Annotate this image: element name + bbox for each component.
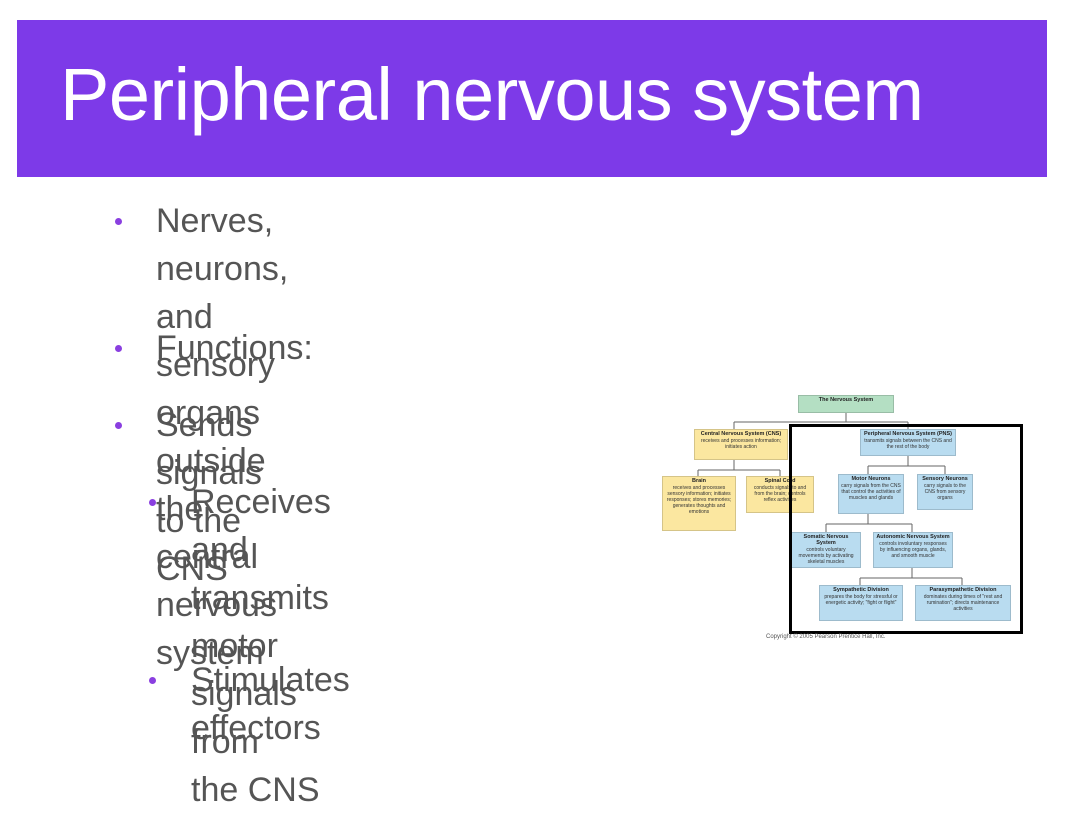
node-desc: controls voluntary movements by activati… [798,547,854,565]
bullet-text: motor signals from [191,627,297,761]
diagram-node-root: The Nervous System [798,395,894,413]
bullet-item: Sends signals to the CNS [156,401,262,593]
node-title: Sensory Neurons [922,476,968,482]
nervous-system-diagram: The Nervous System Central Nervous Syste… [660,392,1030,647]
node-desc: prepares the body for stressful or energ… [824,594,898,606]
title-bar: Peripheral nervous system [17,20,1047,177]
node-desc: dominates during times of "rest and rumi… [923,594,1003,612]
node-desc: conducts signals to and from the brain; … [753,485,807,503]
bullet-item: Nerves, neurons, and sensory organs outs… [156,197,288,677]
node-title: Spinal Cord [764,478,796,484]
node-title: The Nervous System [818,397,874,403]
bullet-item: Functions: [156,324,313,372]
node-desc: receives and processes sensory informati… [666,485,732,515]
node-title: Somatic Nervous System [803,534,849,546]
diagram-node-cns: Central Nervous System (CNS) receives an… [694,429,788,460]
copyright-text: Copyright © 2005 Pearson Prentice Hall, … [766,634,886,640]
node-title: Sympathetic Division [833,587,889,593]
bullet-text: Stimulates effectors [191,661,350,747]
diagram-node-parasympathetic: Parasympathetic Division dominates durin… [915,585,1011,621]
node-title: Central Nervous System (CNS) [700,431,782,437]
diagram-connectors [697,413,963,585]
bullet-dot [149,499,156,506]
bullet-dot [115,218,122,225]
diagram-node-sensory-neurons: Sensory Neurons carry signals to the CNS… [917,474,973,510]
bullet-dot [115,345,122,352]
node-title: Brain [691,478,707,484]
bullet-text: Functions: [156,329,313,367]
node-desc: controls involuntary responses by influe… [879,541,947,559]
diagram-node-somatic: Somatic Nervous System controls voluntar… [791,532,861,568]
bullet-dot [115,422,122,429]
slide-title: Peripheral nervous system [60,53,924,136]
bullet-text: Nerves, neurons, and sensory organs [156,202,289,432]
node-title: Motor Neurons [851,476,891,482]
node-desc: transmits signals between the CNS and th… [864,438,952,450]
bullet-dot [149,677,156,684]
diagram-node-spinal-cord: Spinal Cord conducts signals to and from… [746,476,814,513]
bullet-item: Stimulates effectors [191,656,350,752]
diagram-node-brain: Brain receives and processes sensory inf… [662,476,736,531]
diagram-node-autonomic: Autonomic Nervous System controls involu… [873,532,953,568]
bullet-text: the CNS [191,771,320,809]
node-title: Autonomic Nervous System [876,534,950,540]
node-title: Peripheral Nervous System (PNS) [863,431,953,437]
bullet-item: Receives and transmits motor signals fro… [191,478,331,814]
diagram-node-motor-neurons: Motor Neurons carry signals from the CNS… [838,474,904,514]
highlight-frame [789,424,1023,634]
node-desc: carry signals from the CNS that control … [841,483,901,501]
node-desc: carry signals to the CNS from sensory or… [924,483,966,501]
node-desc: receives and processes information; init… [700,438,782,450]
bullet-text: Sends signals to the CNS [156,406,262,588]
bullet-text: Receives and transmits [191,483,331,617]
diagram-node-pns: Peripheral Nervous System (PNS) transmit… [860,429,956,456]
bullet-text: outside the central nervous system [156,442,277,672]
node-title: Parasympathetic Division [929,587,997,593]
diagram-node-sympathetic: Sympathetic Division prepares the body f… [819,585,903,621]
